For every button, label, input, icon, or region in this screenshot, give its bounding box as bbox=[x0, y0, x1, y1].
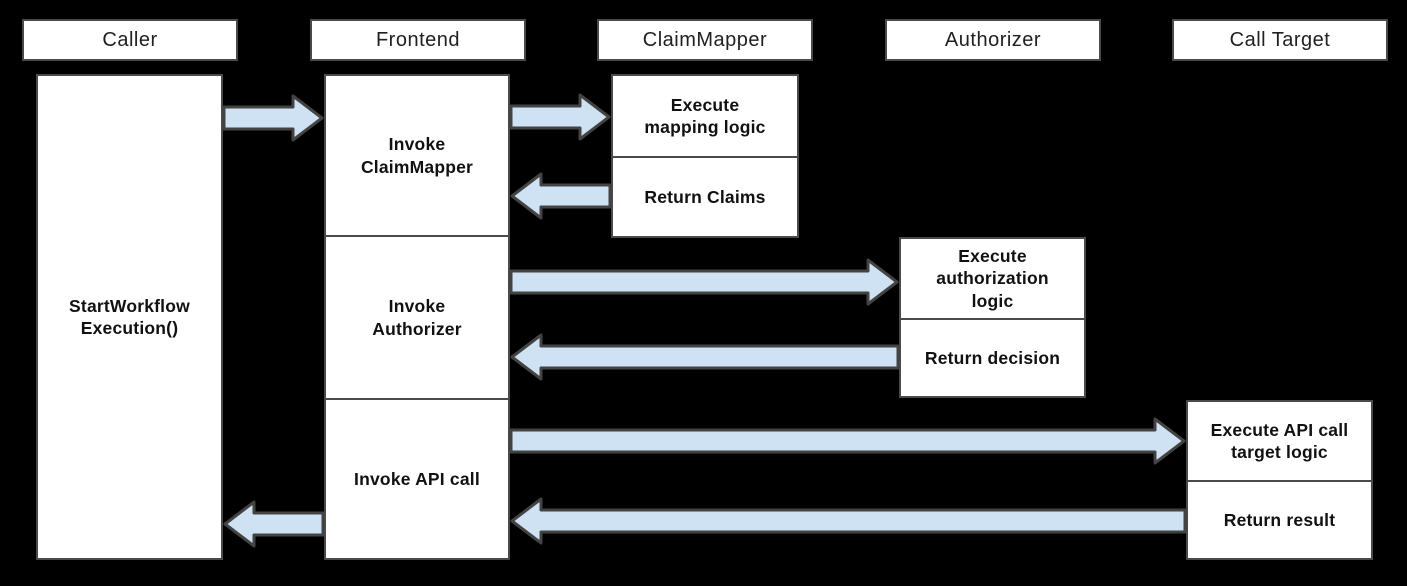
arrow-claimmapper-to-frontend-icon bbox=[510, 172, 612, 220]
activity-label-return-result: Return result bbox=[1223, 509, 1336, 530]
activity-execute-api-call-target-logic: Execute API call target logic bbox=[1188, 402, 1371, 480]
lane-label-caller: Caller bbox=[102, 28, 158, 51]
activity-invoke-claimmapper: Invoke ClaimMapper bbox=[326, 76, 508, 235]
activity-label-invoke-claimmapper: Invoke ClaimMapper bbox=[360, 134, 474, 177]
lane-label-calltarget: Call Target bbox=[1229, 28, 1331, 51]
lane-label-frontend: Frontend bbox=[375, 28, 461, 51]
activity-execute-mapping-logic: Execute mapping logic bbox=[613, 76, 797, 156]
lane-label-claimmapper: ClaimMapper bbox=[642, 28, 768, 51]
arrow-calltarget-to-frontend-icon bbox=[510, 497, 1187, 545]
arrow-frontend-to-authorizer-icon bbox=[509, 258, 899, 306]
lane-label-authorizer: Authorizer bbox=[944, 28, 1042, 51]
activity-return-decision: Return decision bbox=[901, 318, 1084, 396]
activity-startworkflowexecution: StartWorkflow Execution() bbox=[38, 76, 221, 558]
activity-label-execute-authorization-logic: Execute authorization logic bbox=[936, 245, 1049, 311]
activity-label-return-claims: Return Claims bbox=[644, 186, 766, 207]
activity-return-result: Return result bbox=[1188, 480, 1371, 558]
activity-label-return-decision: Return decision bbox=[924, 347, 1061, 368]
activation-frontend: Invoke ClaimMapper Invoke Authorizer Inv… bbox=[324, 74, 510, 560]
arrow-frontend-to-caller-icon bbox=[223, 500, 325, 548]
activity-label-execute-api-call-target-logic: Execute API call target logic bbox=[1210, 419, 1349, 462]
activity-execute-authorization-logic: Execute authorization logic bbox=[901, 239, 1084, 318]
lane-header-frontend: Frontend bbox=[310, 19, 526, 61]
activity-return-claims: Return Claims bbox=[613, 156, 797, 236]
arrow-frontend-to-claimmapper-icon bbox=[509, 93, 611, 141]
activity-invoke-authorizer: Invoke Authorizer bbox=[326, 235, 508, 398]
activity-label-execute-mapping-logic: Execute mapping logic bbox=[644, 94, 766, 137]
arrow-caller-to-frontend-icon bbox=[222, 94, 324, 142]
lane-header-caller: Caller bbox=[22, 19, 238, 61]
activity-label-invoke-authorizer: Invoke Authorizer bbox=[372, 296, 462, 339]
lane-header-claimmapper: ClaimMapper bbox=[597, 19, 813, 61]
activation-calltarget: Execute API call target logic Return res… bbox=[1186, 400, 1373, 560]
activation-claimmapper: Execute mapping logic Return Claims bbox=[611, 74, 799, 238]
activation-caller: StartWorkflow Execution() bbox=[36, 74, 223, 560]
lane-header-calltarget: Call Target bbox=[1172, 19, 1388, 61]
activation-authorizer: Execute authorization logic Return decis… bbox=[899, 237, 1086, 398]
activity-label-startworkflowexecution: StartWorkflow Execution() bbox=[69, 295, 190, 338]
lane-header-authorizer: Authorizer bbox=[885, 19, 1101, 61]
arrow-frontend-to-calltarget-icon bbox=[509, 417, 1186, 465]
arrow-authorizer-to-frontend-icon bbox=[510, 333, 900, 381]
activity-invoke-api-call: Invoke API call bbox=[326, 398, 508, 558]
activity-label-invoke-api-call: Invoke API call bbox=[354, 468, 480, 489]
